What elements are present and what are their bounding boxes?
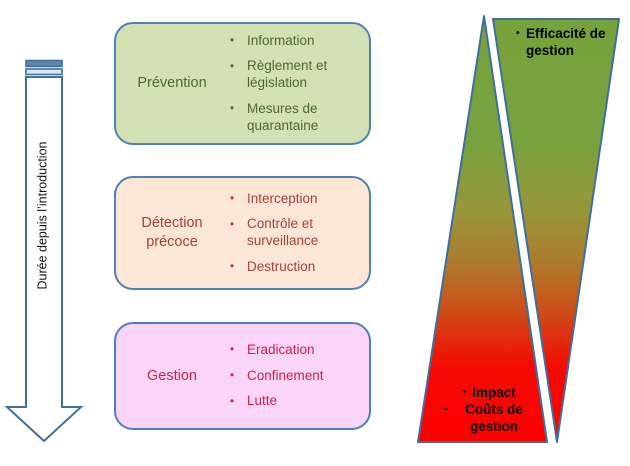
list-item: • Coûts de gestion <box>444 401 534 435</box>
list-item: • Lutte <box>230 393 363 410</box>
prevention-box: Prévention • Information • Règlement et … <box>114 22 371 145</box>
bullet-text: Coûts de gestion <box>465 402 523 435</box>
bullet-icon: • <box>230 395 235 408</box>
time-arrow-label: Durée depuis l’introduction <box>35 141 50 290</box>
efficiency-triangle <box>492 18 620 443</box>
management-box: Gestion • Eradication • Confinement • Lu… <box>114 322 371 430</box>
early-detection-label: Détection précoce <box>141 215 203 250</box>
list-item: • Eradication <box>230 342 363 359</box>
list-item: • Interception <box>230 191 363 208</box>
list-item: • Impact <box>462 384 516 401</box>
early-detection-box: Détection précoce • Interception • Contr… <box>114 176 371 290</box>
bullet-icon: • <box>462 386 466 398</box>
bullet-icon: • <box>230 218 235 231</box>
bullet-text: Eradication <box>247 341 315 357</box>
prevention-label: Prévention <box>137 75 207 92</box>
bullet-icon: • <box>230 344 235 357</box>
bullet-text: Lutte <box>247 393 278 409</box>
bullet-text: Destruction <box>247 258 316 274</box>
bullet-text: Mesures de quarantaine <box>247 100 319 133</box>
list-item: • Information <box>230 33 363 50</box>
bullet-icon: • <box>230 370 235 383</box>
bullet-text: Confinement <box>247 367 324 383</box>
early-detection-bullet-list: • Interception • Contrôle et surveillanc… <box>228 191 369 276</box>
impact-triangle <box>417 15 548 443</box>
bullet-text: Efficacité de gestion <box>526 26 606 59</box>
efficiency-label: • Efficacité de gestion <box>516 25 618 59</box>
list-item: • Efficacité de gestion <box>516 25 618 59</box>
impact-label: • Impact • Coûts de gestion <box>444 384 534 435</box>
arrow-stripe-2 <box>25 68 63 76</box>
arrow-stripe-1 <box>25 59 63 68</box>
list-item: • Confinement <box>230 368 363 385</box>
bullet-icon: • <box>516 27 520 39</box>
list-item: • Destruction <box>230 259 363 276</box>
bullet-icon: • <box>230 193 235 206</box>
list-item: • Règlement et législation <box>230 58 363 91</box>
management-bullet-list: • Eradication • Confinement • Lutte <box>228 342 369 410</box>
bullet-icon: • <box>230 261 235 274</box>
bullet-text: Contrôle et surveillance <box>247 216 319 248</box>
bullet-text: Règlement et législation <box>247 58 328 91</box>
bullet-icon: • <box>230 103 235 116</box>
bullet-icon: • <box>230 60 235 73</box>
bullet-icon: • <box>444 403 448 416</box>
list-item: • Mesures de quarantaine <box>230 101 363 134</box>
down-arrow-shape <box>4 76 84 443</box>
bullet-text: Information <box>247 32 315 48</box>
management-label: Gestion <box>147 367 197 384</box>
bullet-icon: • <box>230 35 235 48</box>
prevention-bullet-list: • Information • Règlement et législation… <box>228 33 369 135</box>
bullet-text: Impact <box>472 385 516 400</box>
list-item: • Contrôle et surveillance <box>230 216 363 249</box>
bullet-text: Interception <box>247 190 318 206</box>
